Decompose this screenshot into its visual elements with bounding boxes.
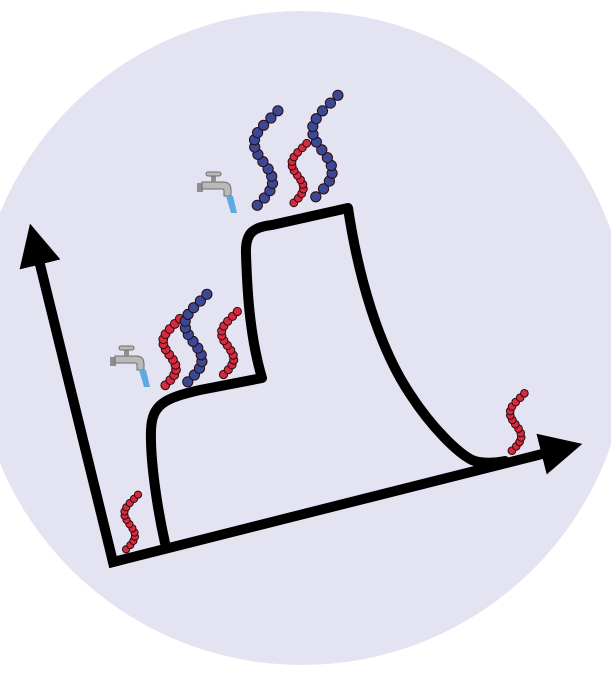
polymer-bead (316, 144, 328, 156)
polymer-bead (188, 302, 200, 314)
blue-polymer-chain-icon (179, 288, 213, 388)
faucet-icon (197, 171, 237, 213)
polymer-chains (120, 89, 529, 554)
polymer-bead (258, 119, 270, 131)
red-polymer-chain-icon (120, 490, 143, 554)
polymer-bead (182, 376, 194, 388)
polymer-bead (310, 191, 322, 203)
red-polymer-chain-icon (287, 138, 312, 208)
red-polymer-chain-icon (158, 313, 185, 391)
faucet-icon (110, 345, 150, 387)
polymer-bead (272, 105, 284, 117)
polymer-bead (251, 199, 263, 211)
polymer-bead (265, 112, 277, 124)
blue-polymer-chain-icon (307, 89, 344, 203)
polymer-bead (252, 127, 264, 139)
red-polymer-chain-icon (217, 306, 242, 380)
polymer-bead (201, 288, 213, 300)
polymer-bead (332, 89, 344, 101)
step-curve (145, 203, 510, 548)
polymer-bead (321, 152, 333, 164)
polymer-bead (310, 113, 322, 125)
polymer-bead (316, 105, 329, 117)
polymer-bead (302, 138, 312, 148)
red-polymer-chain-icon (505, 389, 529, 456)
polymer-bead (232, 306, 242, 317)
polymer-bead (194, 295, 206, 307)
polymer-bead (133, 490, 143, 499)
polymer-bead (317, 183, 330, 195)
polymer-bead (324, 97, 336, 109)
y-axis (19, 223, 120, 569)
blue-polymer-chain-icon (248, 105, 284, 211)
polymer-bead (520, 389, 529, 398)
background-circle (0, 11, 611, 665)
